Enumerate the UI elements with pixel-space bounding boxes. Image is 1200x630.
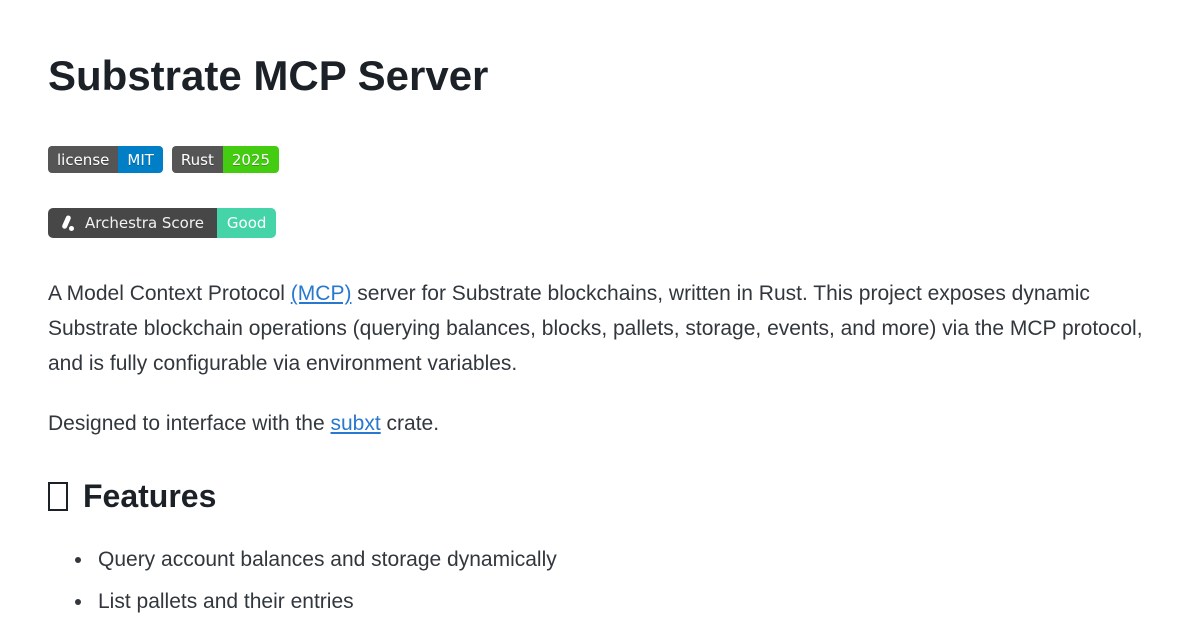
- subxt-text-after-link: crate.: [380, 412, 440, 435]
- license-badge-value: MIT: [118, 146, 163, 173]
- rust-badge-label: Rust: [171, 146, 223, 173]
- archestra-score-value: Good: [216, 208, 277, 238]
- rust-badge-value: 2025: [222, 146, 280, 173]
- rust-badge[interactable]: Rust 2025: [171, 146, 280, 173]
- badge-row: license MIT Rust 2025: [48, 146, 1152, 173]
- readme-content: Substrate MCP Server license MIT Rust 20…: [0, 0, 1200, 617]
- feature-list-item: List pallets and their entries: [94, 587, 1152, 617]
- intro-text-after-link: server for Substrate blockchains, writte…: [48, 282, 1143, 375]
- archestra-score-label-segment: Archestra Score: [48, 208, 217, 238]
- subxt-paragraph: Designed to interface with the subxt cra…: [48, 406, 1152, 441]
- page-title: Substrate MCP Server: [48, 52, 489, 99]
- subxt-link[interactable]: subxt: [330, 412, 381, 435]
- intro-paragraph: A Model Context Protocol (MCP) server fo…: [48, 276, 1148, 381]
- license-badge[interactable]: license MIT: [48, 146, 163, 173]
- subxt-text-before-link: Designed to interface with the: [48, 412, 331, 435]
- missing-emoji-glyph-icon: [48, 481, 68, 511]
- features-list: Query account balances and storage dynam…: [48, 545, 1152, 617]
- intro-text-before-link: A Model Context Protocol: [48, 282, 291, 305]
- mcp-link[interactable]: (MCP): [290, 282, 352, 305]
- archestra-score-badge[interactable]: Archestra Score Good: [48, 208, 277, 238]
- features-heading-text: Features: [83, 478, 217, 514]
- archestra-logo-icon: [58, 214, 75, 232]
- features-heading: Features: [48, 477, 1152, 515]
- feature-list-item: Query account balances and storage dynam…: [94, 545, 1152, 575]
- license-badge-label: license: [48, 146, 119, 173]
- archestra-score-label: Archestra Score: [85, 214, 204, 232]
- score-badge-row: Archestra Score Good: [48, 208, 1152, 238]
